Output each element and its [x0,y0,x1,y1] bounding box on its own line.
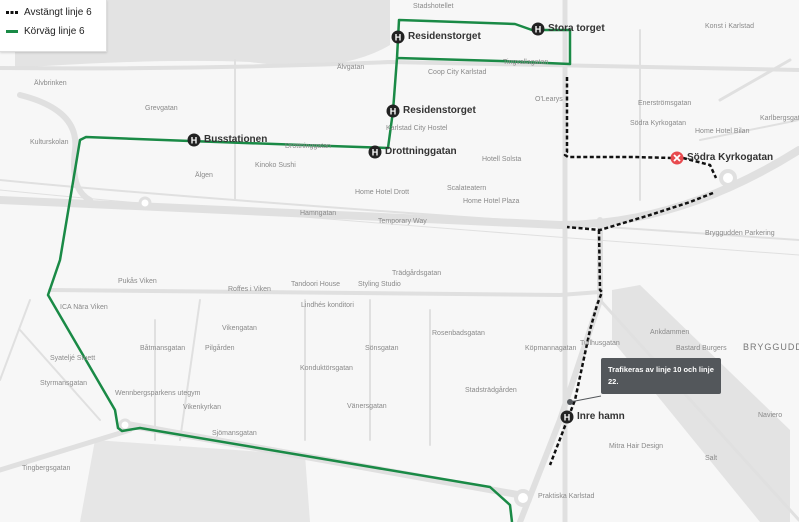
stop-label[interactable]: Drottninggatan [385,146,457,157]
place-label: Tandoori House [291,281,341,288]
district-label: BRYGGUDDEN [743,342,799,352]
place-label: Sönsgatan [365,345,399,352]
closed-route-line-6 [548,77,718,466]
stop-tooltip: Trafikeras av linje 10 och linje 22. [601,358,721,394]
place-label: Stadshotellet [413,3,454,10]
bus-stop-h-icon: H [386,104,400,118]
bus-stop-h-icon: H [531,22,545,36]
stop-label[interactable]: Residenstorget [403,105,476,116]
place-label: Vikengatan [222,325,257,332]
place-label: Pukås Viken [118,278,157,285]
place-label: Kulturskolan [30,139,69,146]
place-label: Home Hotel Bilan [695,128,750,135]
place-label: Älvgatan [337,64,365,71]
legend-item-closed: Avstängt linje 6 [6,7,92,18]
dotted-line-swatch-icon [6,11,18,14]
place-label: Tullhusgatan [580,340,620,347]
place-label: Kinoko Sushi [255,162,296,169]
place-label: Praktiska Karlstad [538,493,595,500]
legend-label: Körväg linje 6 [24,26,85,37]
place-label: Wennbergsparkens utegym [115,390,201,397]
place-label: Tingvallagatan [503,59,549,66]
place-label: Konst i Karlstad [705,23,755,30]
place-label: Köpmannagatan [525,345,577,352]
place-label: Bastard Burgers [676,345,727,352]
svg-text:H: H [191,136,198,146]
place-label: Lindhés konditori [301,302,354,309]
place-label: Styrmansgatan [40,380,88,387]
place-label: Scalateatern [447,185,487,192]
place-label: Styling Studio [358,281,401,288]
place-label: ICA Nära Viken [60,304,108,311]
stop-label[interactable]: Busstationen [204,134,268,145]
stop-label[interactable]: Residenstorget [408,31,481,42]
place-label: Vänersgatan [347,403,387,410]
svg-text:H: H [372,148,379,158]
place-label: Home Hotel Drott [355,189,410,196]
parking-area [80,440,310,522]
place-label: Bryggudden Parkering [705,230,775,237]
map-legend: Avstängt linje 6 Körväg linje 6 [0,0,107,52]
bus-stop-h-icon: H [187,133,201,147]
place-label: Home Hotel Plaza [463,198,520,205]
stop-label[interactable]: Inre hamn [577,411,625,422]
place-label: Tingbergsgatan [22,465,71,472]
place-label: Sjömansgatan [212,430,257,437]
place-label: Karlstad City Hostel [386,125,448,132]
place-label: Naviero [758,412,783,419]
place-label: Älvbrinken [34,80,67,87]
place-label: Ankdammen [650,329,690,336]
svg-text:H: H [395,33,402,43]
bus-stop-h-icon: H [560,410,574,424]
place-label: Grevgatan [145,105,178,112]
legend-label: Avstängt linje 6 [24,7,92,18]
place-label: Enerströmsgatan [638,100,692,107]
place-label: Karlbergsgatan [760,115,799,122]
place-label: Vikenkyrkan [183,404,222,411]
stop-label[interactable]: Södra Kyrkogatan [687,152,774,163]
place-label: Roffes i Viken [228,286,271,293]
place-label: Södra Kyrkogatan [630,120,687,127]
place-label: Rosenbadsgatan [432,330,485,337]
place-label: Mitra Hair Design [609,443,664,450]
river-water [15,0,390,68]
legend-item-route: Körväg linje 6 [6,26,85,37]
place-label: Trädgårdsgatan [392,270,442,277]
place-label: Hamngatan [300,210,337,217]
solid-line-swatch-icon [6,30,18,33]
place-label: Älgen [195,172,213,179]
closed-stop-x-icon [670,151,684,165]
place-label: Syateljé Stuett [50,355,96,362]
svg-text:H: H [535,25,542,35]
stop-label[interactable]: Stora torget [548,23,605,34]
place-label: Stadsträdgården [465,387,517,394]
svg-text:H: H [564,413,571,423]
bus-stop-h-icon: H [391,30,405,44]
place-label: Konduktörsgatan [300,365,353,372]
place-label: Hotell Solsta [482,156,522,163]
place-label: Coop City Karlstad [428,69,487,76]
place-label: O'Learys [535,96,563,103]
place-label: Salt [705,455,718,462]
place-label: Pilgården [205,345,235,352]
svg-text:H: H [390,107,397,117]
place-label: Båtmansgatan [140,345,186,352]
bus-stop-h-icon: H [368,145,382,159]
place-label: Temporary Way [378,218,427,225]
place-label: Drottninggatan [285,143,331,150]
